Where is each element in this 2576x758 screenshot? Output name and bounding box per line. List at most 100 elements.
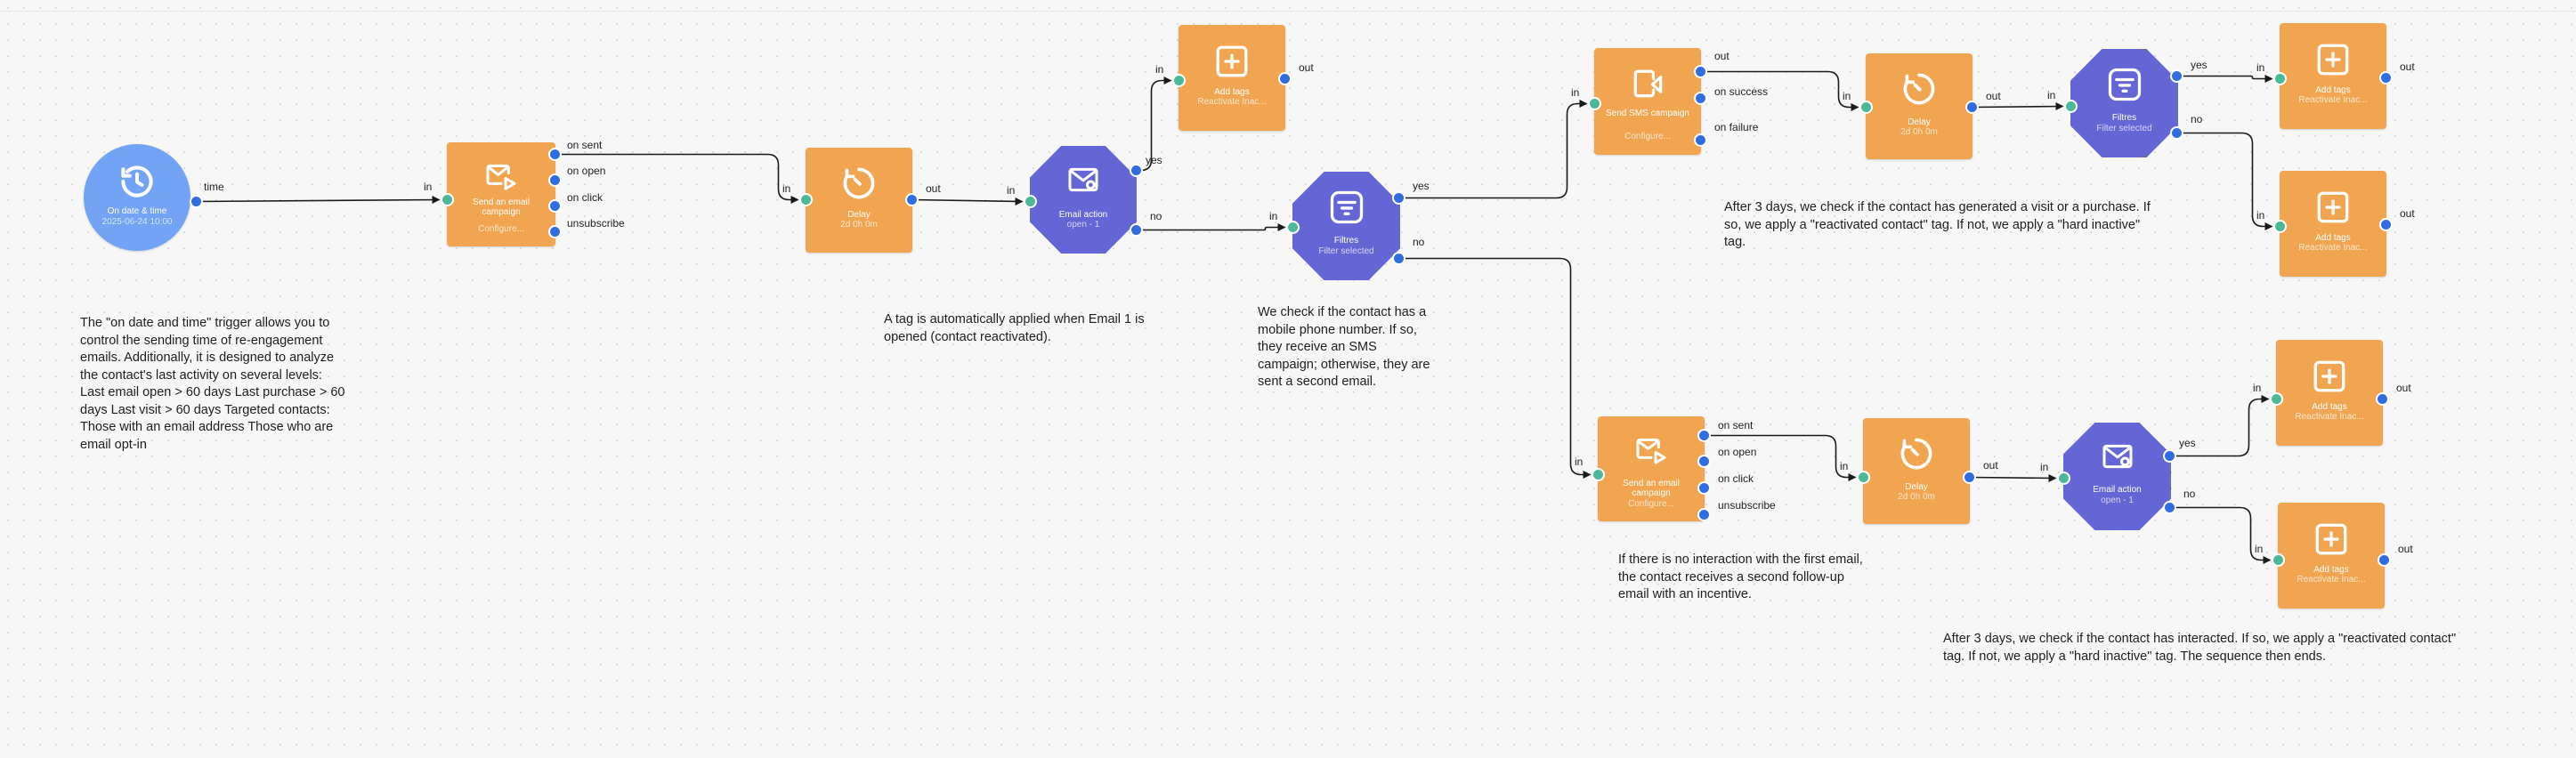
port-filter2-in[interactable] bbox=[2064, 100, 2078, 113]
port-email1-on-sent[interactable] bbox=[548, 148, 562, 161]
node-body[interactable] bbox=[2280, 171, 2386, 277]
port-sms-out[interactable] bbox=[1694, 65, 1707, 78]
port-sms-on-success[interactable] bbox=[1694, 92, 1707, 105]
port-tagtop-in-label: in bbox=[1155, 63, 1164, 76]
port-filter2-yes[interactable] bbox=[2170, 69, 2183, 83]
port-tag2-out[interactable] bbox=[2379, 71, 2393, 85]
node-body[interactable] bbox=[2063, 423, 2171, 530]
wire-sms-to-delay2[interactable] bbox=[1700, 70, 1859, 109]
wire-delay2-to-filter2[interactable] bbox=[1972, 105, 2063, 109]
node-body[interactable] bbox=[2070, 49, 2178, 157]
port-tag2-in-label: in bbox=[2256, 61, 2265, 74]
node-body[interactable] bbox=[1594, 48, 1701, 155]
node-body[interactable] bbox=[447, 142, 555, 246]
wire-trigger-to-email1[interactable] bbox=[196, 198, 440, 203]
port-tagtop-in[interactable] bbox=[1172, 74, 1186, 87]
port-email2-on-click[interactable] bbox=[1697, 481, 1711, 495]
wire-filter1-no-to-email2[interactable] bbox=[1398, 257, 1591, 476]
port-tag4-out[interactable] bbox=[2376, 392, 2389, 406]
port-tagtop-out[interactable] bbox=[1278, 72, 1292, 85]
port-delay3-in[interactable] bbox=[1857, 471, 1870, 484]
port-filter2-no[interactable] bbox=[2170, 126, 2183, 140]
port-delay3-out[interactable] bbox=[1963, 471, 1976, 484]
node-body[interactable] bbox=[1179, 25, 1285, 131]
wire-filter1-yes-to-sms[interactable] bbox=[1398, 102, 1587, 199]
timer-icon bbox=[1900, 69, 1939, 109]
wire-email1-to-delay1[interactable] bbox=[555, 153, 798, 201]
node-body[interactable] bbox=[1292, 172, 1400, 280]
port-delay2-in[interactable] bbox=[1859, 101, 1873, 114]
port-email1-unsubscribe[interactable] bbox=[548, 225, 562, 238]
port-tag2-in[interactable] bbox=[2273, 72, 2287, 85]
port-email2-unsubscribe[interactable] bbox=[1697, 508, 1711, 521]
port-sms-in[interactable] bbox=[1588, 97, 1601, 110]
port-delay2-out[interactable] bbox=[1965, 101, 1979, 114]
port-action2-no[interactable] bbox=[2163, 501, 2176, 514]
port-email2-on-sent[interactable] bbox=[1697, 429, 1711, 442]
port-action1-yes[interactable] bbox=[1130, 164, 1143, 177]
port-email1-on-click[interactable] bbox=[548, 199, 562, 213]
node-body[interactable] bbox=[84, 144, 190, 251]
port-delay1-out[interactable] bbox=[905, 193, 919, 206]
wire-filter2-yes-to-tag2[interactable] bbox=[2176, 75, 2272, 80]
port-email2-on-open[interactable] bbox=[1697, 455, 1711, 468]
node-body[interactable] bbox=[1866, 53, 1973, 159]
port-filter1-no[interactable] bbox=[1392, 252, 1405, 265]
node-body[interactable] bbox=[806, 148, 912, 253]
port-action2-yes[interactable] bbox=[2163, 449, 2176, 463]
wire-action1-yes-to-tag[interactable] bbox=[1136, 79, 1171, 172]
port-action2-in[interactable] bbox=[2057, 472, 2070, 485]
port-trigger-out[interactable] bbox=[190, 195, 203, 208]
port-sms-on-failure[interactable] bbox=[1694, 133, 1707, 147]
port-tag3-out[interactable] bbox=[2379, 218, 2393, 231]
wire-email2-to-delay3[interactable] bbox=[1704, 434, 1856, 479]
port-email2-on-open-label: on open bbox=[1718, 446, 1757, 458]
port-email1-on-open[interactable] bbox=[548, 173, 562, 187]
wire-delay3-to-action2[interactable] bbox=[1969, 476, 2056, 480]
node-body[interactable] bbox=[1598, 416, 1705, 521]
node-title: Send an email campaign bbox=[1623, 479, 1680, 498]
port-delay1-in[interactable] bbox=[799, 193, 813, 206]
wire-action2-no-to-tag5[interactable] bbox=[2169, 506, 2271, 561]
port-action1-in[interactable] bbox=[1024, 195, 1037, 208]
wire-delay1-to-action1[interactable] bbox=[911, 198, 1023, 203]
wire-filter2-no-to-tag3[interactable] bbox=[2176, 132, 2272, 228]
node-body[interactable] bbox=[1863, 418, 1970, 524]
node-body[interactable] bbox=[2280, 23, 2386, 129]
node-body[interactable] bbox=[2278, 503, 2385, 609]
port-filter1-in[interactable] bbox=[1286, 221, 1300, 234]
port-email1-in[interactable] bbox=[441, 193, 454, 206]
port-tag4-in[interactable] bbox=[2270, 392, 2283, 406]
node-body[interactable] bbox=[1030, 146, 1137, 254]
port-tag2-out-label: out bbox=[2400, 60, 2415, 73]
port-tag3-in[interactable] bbox=[2273, 220, 2287, 233]
plus-square-icon bbox=[2313, 520, 2350, 558]
node-body[interactable] bbox=[2276, 340, 2383, 446]
wire-action2-yes-to-tag4[interactable] bbox=[2169, 398, 2269, 457]
port-filter1-yes[interactable] bbox=[1392, 191, 1405, 205]
port-action1-no[interactable] bbox=[1130, 223, 1143, 237]
port-tag5-out[interactable] bbox=[2378, 553, 2391, 567]
wire-action1-no-to-filter1[interactable] bbox=[1136, 226, 1285, 231]
sms-send-icon bbox=[1628, 64, 1667, 103]
wire-email1-to-delay1-arrowhead bbox=[790, 196, 799, 204]
port-tag5-in[interactable] bbox=[2272, 553, 2285, 567]
port-email2-on-click-label: on click bbox=[1718, 472, 1754, 485]
port-email2-in[interactable] bbox=[1592, 468, 1605, 481]
